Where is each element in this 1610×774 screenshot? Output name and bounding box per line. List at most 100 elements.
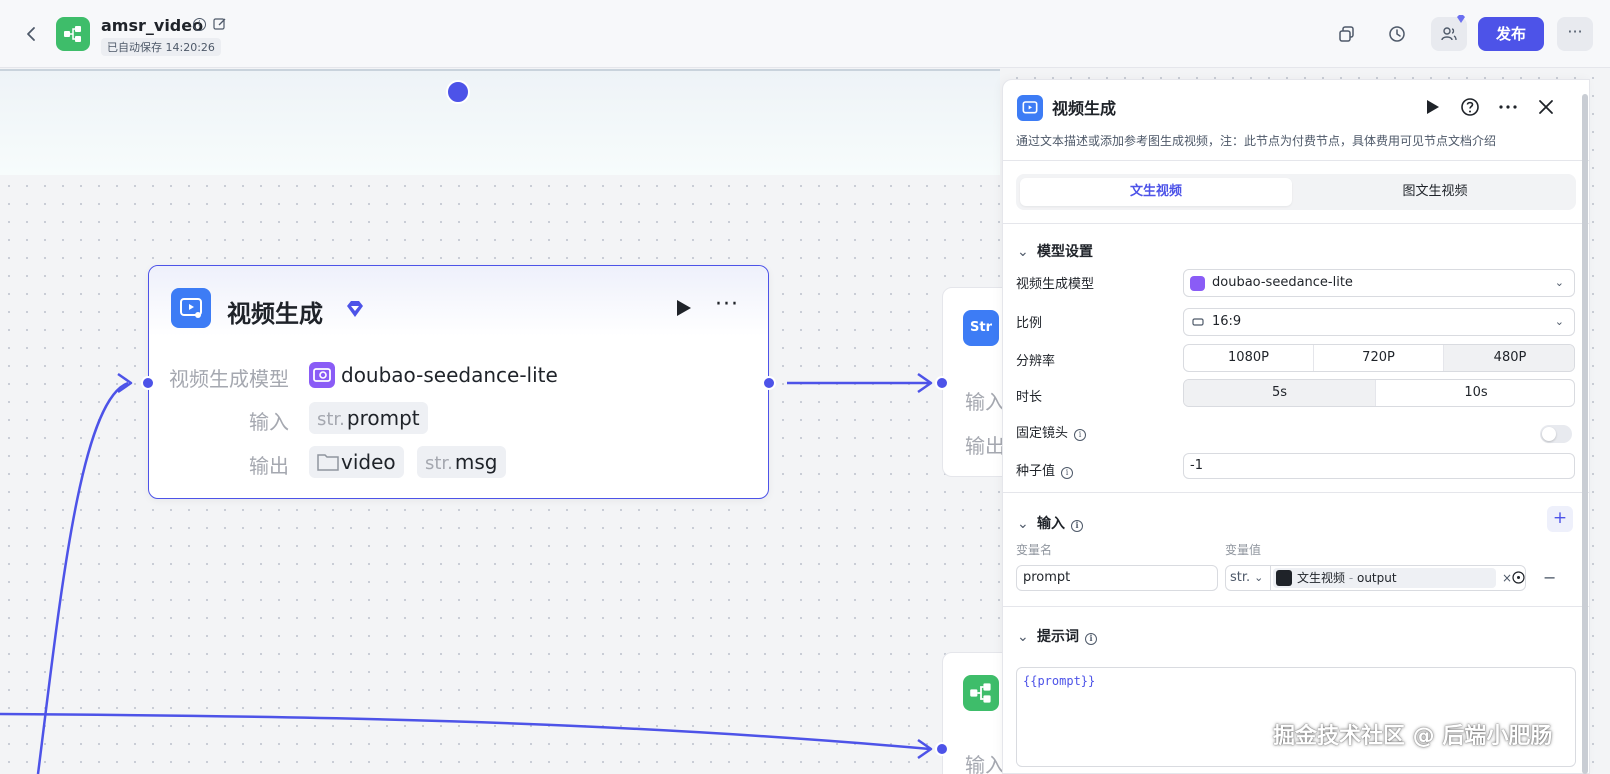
fixed-camera-toggle[interactable]	[1540, 425, 1572, 443]
top-bar: amsr_video i 已自动保存 14:20:26 发布 ···	[0, 0, 1610, 68]
aspect-ratio-icon	[1192, 318, 1204, 326]
node-output-port[interactable]	[762, 376, 776, 390]
chevron-down-icon: ⌄	[1254, 571, 1264, 584]
model-value: doubao-seedance-lite	[341, 363, 558, 387]
connection-wires	[0, 372, 933, 774]
resolution-option-480p[interactable]: 480P	[1444, 345, 1574, 371]
workflow-icon	[970, 683, 991, 703]
more-button[interactable]: ···	[1557, 17, 1593, 51]
node-settings-panel: 视频生成 通过文本描述或添加参考图生成视频，注：此节点为付费节点，具体费用可见节…	[1002, 79, 1590, 774]
video-play-icon	[1022, 101, 1038, 114]
mode-tabs: 文生视频 图文生视频	[1016, 174, 1576, 210]
video-node-icon	[171, 288, 211, 328]
node2-input-port[interactable]	[935, 376, 949, 390]
model-label: 视频生成模型	[169, 367, 289, 391]
chevron-left-icon	[27, 27, 35, 41]
loop-group-area	[0, 69, 1000, 175]
app-title: amsr_video	[101, 16, 204, 35]
variable-name-input[interactable]: prompt	[1016, 565, 1218, 591]
connection-port-top[interactable]	[446, 80, 470, 104]
arrowhead-node2	[917, 372, 933, 394]
duration-segmented: 5s 10s	[1183, 379, 1575, 407]
video-generation-node[interactable]: 视频生成 ··· 视频生成模型 doubao-seedance-lite 输入 …	[148, 265, 769, 499]
edit-icon[interactable]	[213, 17, 227, 31]
prompt-textarea[interactable]: {{prompt}}	[1016, 667, 1576, 767]
info-icon[interactable]: i	[1085, 633, 1097, 645]
model-icon	[309, 362, 335, 388]
node3-input-port[interactable]	[935, 742, 949, 756]
chevron-down-icon: ⌄	[1554, 276, 1564, 289]
run-node-icon[interactable]	[673, 298, 693, 318]
panel-scrollbar[interactable]	[1582, 94, 1588, 774]
help-icon[interactable]	[1459, 96, 1481, 118]
watermark: 掘金技术社区 @ 后端小肥肠	[1273, 724, 1553, 749]
panel-description: 通过文本描述或添加参考图生成视频，注：此节点为付费节点，具体费用可见节点文档介绍	[1016, 134, 1497, 148]
tab-image-to-video[interactable]: 图文生视频	[1402, 184, 1468, 199]
add-input-button[interactable]: +	[1547, 506, 1573, 532]
arrowhead-node3	[917, 738, 933, 760]
video-model-select[interactable]: doubao-seedance-lite ⌄	[1183, 269, 1575, 297]
info-icon[interactable]: i	[193, 18, 206, 31]
duration-label: 时长	[1016, 390, 1043, 405]
variable-name-header: 变量名	[1016, 543, 1053, 557]
arrowhead-into-node	[117, 372, 133, 394]
chevron-down-icon: ⌄	[1017, 629, 1029, 645]
run-icon[interactable]	[1421, 96, 1443, 118]
node2-output-label: 输出	[965, 434, 1005, 458]
tab-text-to-video[interactable]: 文生视频	[1020, 178, 1292, 206]
duration-option-5s[interactable]: 5s	[1184, 380, 1376, 406]
app-icon	[56, 17, 90, 51]
video-play-icon	[180, 298, 202, 318]
premium-gem-icon	[347, 301, 363, 317]
seed-input[interactable]: -1	[1183, 453, 1575, 479]
output-label: 输出	[249, 454, 289, 478]
input-label: 输入	[249, 410, 289, 434]
resolution-segmented: 1080P 720P 480P	[1183, 344, 1575, 372]
workflow-icon	[64, 26, 81, 42]
copy-icon[interactable]	[1335, 22, 1359, 46]
resolution-option-720p[interactable]: 720P	[1314, 345, 1444, 371]
info-icon[interactable]: i	[1074, 429, 1087, 441]
chevron-down-icon: ⌄	[1017, 244, 1029, 260]
node-more-icon[interactable]: ···	[715, 292, 739, 317]
variable-type-select[interactable]: str.⌄	[1225, 565, 1271, 591]
input-chip: str.prompt	[309, 402, 428, 434]
panel-title: 视频生成	[1052, 99, 1117, 118]
resolution-option-1080p[interactable]: 1080P	[1184, 345, 1314, 371]
target-icon[interactable]	[1512, 571, 1525, 584]
model-icon	[1190, 276, 1205, 291]
folder-icon	[317, 454, 339, 471]
video-model-label: 视频生成模型	[1016, 277, 1095, 292]
publish-button[interactable]: 发布	[1478, 17, 1544, 51]
output-chip-msg: str.msg	[417, 446, 506, 478]
remove-input-button[interactable]: −	[1543, 568, 1557, 587]
clear-reference-icon[interactable]: ×	[1502, 571, 1513, 585]
panel-node-icon	[1017, 95, 1043, 121]
node-input-port[interactable]	[141, 376, 155, 390]
node2-input-label: 输入	[965, 390, 1005, 414]
chevron-down-icon: ⌄	[1017, 516, 1029, 532]
model-settings-header[interactable]: ⌄模型设置	[1017, 244, 1093, 260]
wire-into-node	[36, 381, 129, 774]
info-icon[interactable]: i	[1061, 467, 1074, 479]
ratio-label: 比例	[1016, 316, 1043, 331]
duration-option-10s[interactable]: 10s	[1464, 385, 1488, 400]
node-title: 视频生成	[227, 300, 323, 328]
node-ref-icon	[1276, 570, 1292, 586]
string-node-icon: Str	[963, 310, 999, 346]
variable-reference-field[interactable]: 文生视频 - output ×	[1270, 565, 1526, 591]
gem-badge-icon	[1457, 15, 1465, 23]
close-icon[interactable]	[1535, 96, 1557, 118]
history-icon[interactable]	[1385, 22, 1409, 46]
resolution-label: 分辨率	[1016, 354, 1056, 369]
autosave-status: 已自动保存 14:20:26	[101, 38, 221, 56]
workflow-node-icon	[963, 675, 999, 711]
ratio-select[interactable]: 16:9 ⌄	[1183, 308, 1575, 336]
more-icon[interactable]	[1497, 96, 1519, 118]
info-icon[interactable]: i	[1071, 520, 1083, 532]
back-button[interactable]	[24, 22, 44, 46]
